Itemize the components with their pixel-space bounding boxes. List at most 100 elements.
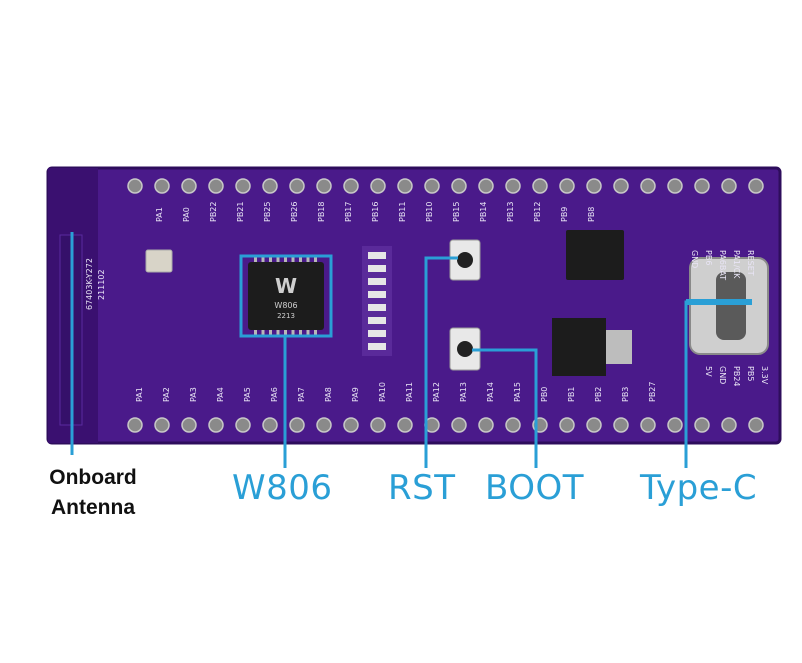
header-pin: [694, 417, 710, 433]
bottom-pin-label: PB0: [540, 387, 549, 402]
top-pin-label: PB26: [290, 202, 299, 223]
w806-chip: [248, 262, 324, 330]
header-pin: [289, 417, 305, 433]
header-pin: [235, 417, 251, 433]
top-pin-label: PA1: [155, 207, 164, 222]
rst-callout-line: [424, 256, 458, 468]
header-pin: [613, 178, 629, 194]
header-pin: [451, 417, 467, 433]
header-pin: [262, 178, 278, 194]
header-pin: [397, 178, 413, 194]
right-top-label: PA6BAT: [718, 250, 727, 280]
chip-pad: [314, 330, 317, 335]
led: [368, 291, 386, 298]
chip-date: 2213: [277, 312, 295, 320]
bottom-pin-label: PA11: [405, 382, 414, 402]
chip-pad: [306, 330, 310, 335]
bottom-pin-label: PA3: [189, 387, 198, 402]
right-bottom-label: 3.3V: [760, 366, 769, 385]
top-pin-label: PB25: [263, 202, 272, 223]
header-pin: [478, 178, 494, 194]
top-pin-label: PB10: [425, 202, 434, 223]
bottom-header-pins: [127, 417, 764, 433]
header-pin: [640, 417, 656, 433]
top-pin-label: PB14: [479, 202, 488, 223]
header-pin: [181, 417, 197, 433]
top-pin-label: PB15: [452, 202, 461, 223]
bottom-pin-label: PA15: [513, 382, 522, 402]
header-pin: [316, 178, 332, 194]
bottom-pin-label: PA6: [270, 387, 279, 402]
header-pin: [154, 417, 170, 433]
header-pin: [640, 178, 656, 194]
bottom-pin-label: PA9: [351, 387, 360, 402]
right-top-label: PA1/CK: [732, 250, 741, 279]
bottom-pin-label: PA2: [162, 387, 171, 402]
chip-pad: [314, 257, 317, 262]
header-pin: [154, 178, 170, 194]
chip-pad: [299, 257, 302, 262]
bottom-pin-label: PA12: [432, 382, 441, 402]
led-row-set: [368, 252, 386, 350]
label-w806: W806: [232, 468, 333, 508]
led: [368, 343, 386, 350]
bottom-pin-label: PB1: [567, 387, 576, 402]
silk-id-2: 211102: [97, 269, 106, 300]
header-pin: [451, 178, 467, 194]
bottom-pin-label: PB27: [648, 382, 657, 403]
top-pin-label: PB8: [587, 207, 596, 222]
header-pin: [289, 178, 305, 194]
led-block: [362, 246, 392, 356]
header-pin: [586, 417, 602, 433]
boot-callout-line: [472, 348, 538, 468]
header-pin: [370, 417, 386, 433]
crystal: [145, 249, 173, 273]
top-pin-label: PB13: [506, 202, 515, 223]
bottom-pin-label: PA14: [486, 382, 495, 402]
header-pin: [748, 417, 764, 433]
label-onboard-antenna: Onboard Antenna: [18, 463, 168, 523]
header-pin: [424, 178, 440, 194]
chip-pad: [291, 330, 295, 335]
chip-pads: [254, 257, 317, 335]
top-header-pins: [127, 178, 764, 194]
chip-pad: [254, 257, 257, 262]
chip-pad: [261, 257, 265, 262]
top-pin-label: PB21: [236, 202, 245, 223]
header-pin: [343, 178, 359, 194]
header-pin: [694, 178, 710, 194]
header-pin: [667, 178, 683, 194]
header-pin: [316, 417, 332, 433]
led: [368, 330, 386, 337]
header-pin: [505, 178, 521, 194]
bottom-pin-label: PA8: [324, 387, 333, 402]
led: [368, 317, 386, 324]
chip-pad: [291, 257, 295, 262]
top-pin-label: PB9: [560, 207, 569, 222]
chip-pad: [284, 330, 287, 335]
right-bottom-label: PB24: [732, 366, 741, 387]
label-antenna-line1: Onboard: [49, 466, 137, 489]
header-pin: [748, 178, 764, 194]
header-pin: [505, 417, 521, 433]
chip-pad: [299, 330, 302, 335]
chip-pad: [284, 257, 287, 262]
header-pin: [559, 417, 575, 433]
header-pin: [370, 178, 386, 194]
header-pin: [532, 178, 548, 194]
right-bottom-label: 5V: [704, 366, 713, 377]
top-pin-label: PB11: [398, 202, 407, 223]
top-pin-label: PB12: [533, 202, 542, 223]
header-pin: [181, 178, 197, 194]
header-pin: [208, 178, 224, 194]
label-rst: RST: [388, 468, 456, 508]
typec-port: [716, 272, 746, 340]
flash-ic: [566, 230, 624, 280]
header-pin: [235, 178, 251, 194]
top-pin-label: PB17: [344, 202, 353, 223]
regulator: [552, 318, 606, 376]
chip-pad: [276, 257, 280, 262]
bottom-pin-label: PA4: [216, 387, 225, 402]
